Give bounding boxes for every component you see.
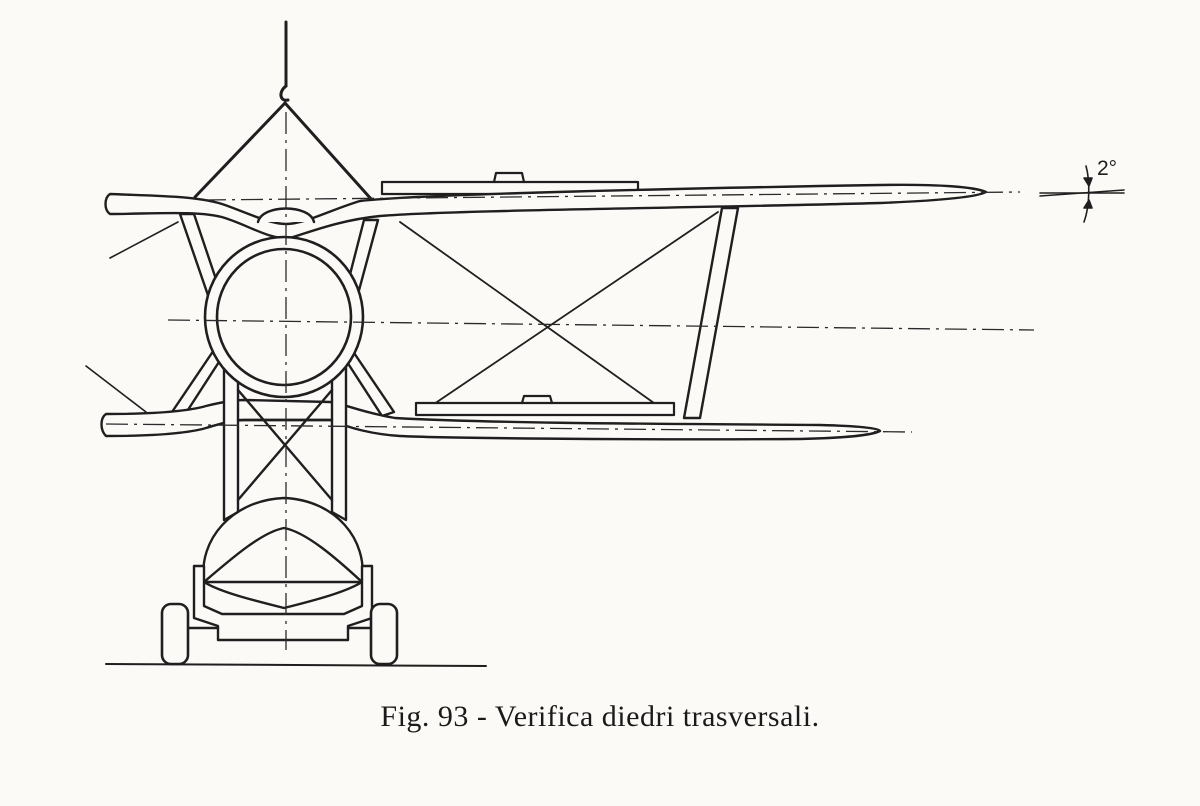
lower-fuselage	[202, 496, 364, 610]
left-bracing-wires	[85, 221, 179, 413]
lower-wing-fairing	[414, 394, 676, 417]
landing-wheels	[160, 602, 399, 666]
figure-caption: Fig. 93 - Verifica diedri trasversali.	[380, 700, 820, 733]
interplane-cross-wires	[399, 211, 719, 414]
dihedral-angle-indicator	[1039, 165, 1125, 223]
engine-cowling	[203, 235, 365, 399]
hoisting-slings	[193, 101, 374, 202]
lower-wing	[100, 398, 882, 441]
hoisting-hook	[279, 20, 290, 102]
dihedral-angle-label: 2°	[1097, 157, 1118, 180]
ground-line	[105, 663, 487, 667]
centerlines	[105, 112, 1035, 650]
upper-wing	[104, 183, 988, 240]
